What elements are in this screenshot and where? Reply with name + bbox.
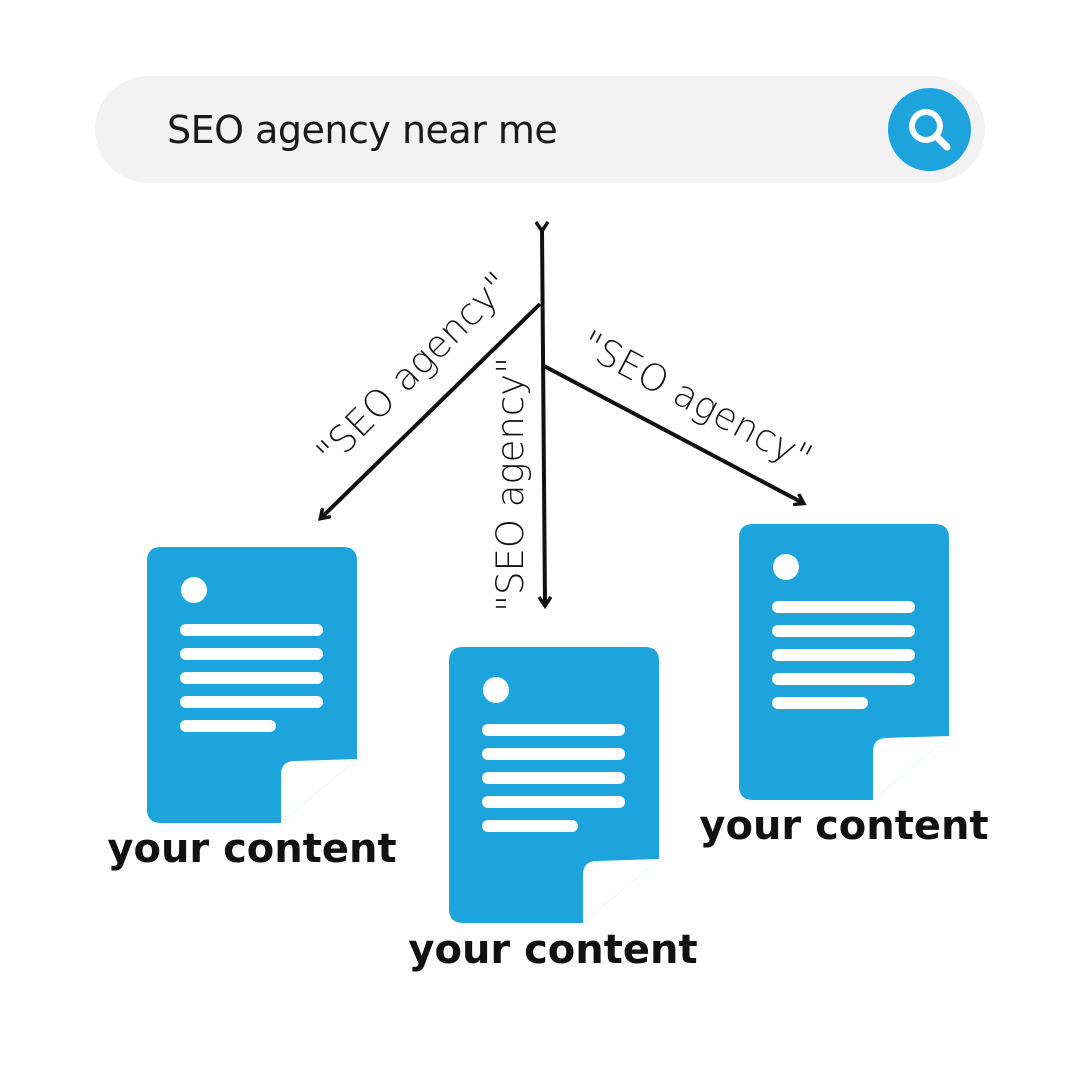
search-button[interactable]: [888, 88, 971, 171]
center-arrow-label: "SEO agency": [489, 357, 532, 612]
left-arrow: [321, 302, 542, 518]
document-icon: [147, 547, 357, 823]
search-icon: [888, 88, 971, 171]
document-left-label: your content: [107, 826, 397, 872]
search-input[interactable]: SEO agency near me: [167, 107, 558, 152]
document-center-label: your content: [408, 927, 698, 973]
left-arrow-label: "SEO agency": [308, 264, 519, 475]
document-center: [449, 647, 659, 923]
document-icon: [449, 647, 659, 923]
document-right-label: your content: [699, 803, 989, 849]
right-arrow: [543, 364, 803, 503]
document-left: [147, 547, 357, 823]
search-bar[interactable]: SEO agency near me: [95, 76, 985, 183]
document-icon: [739, 524, 949, 800]
vertical-arrow: [542, 230, 545, 605]
document-right: [739, 524, 949, 800]
